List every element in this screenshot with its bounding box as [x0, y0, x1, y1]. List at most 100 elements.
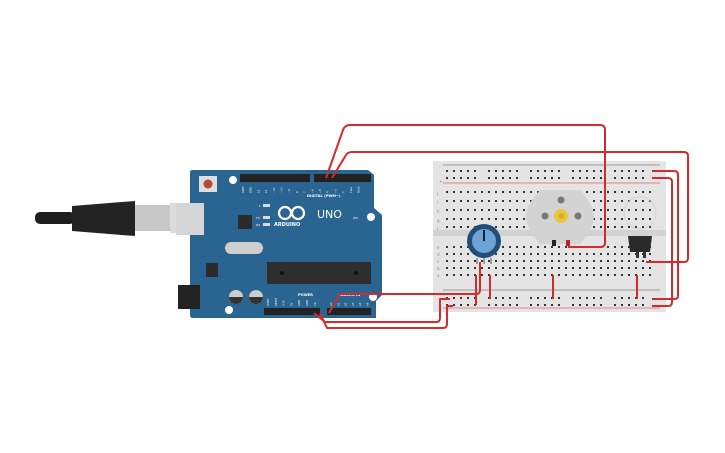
breadboard-hole[interactable] — [474, 267, 476, 269]
breadboard-hole[interactable] — [453, 218, 455, 220]
breadboard-hole[interactable] — [467, 209, 469, 211]
rail-hole[interactable] — [614, 177, 616, 179]
breadboard-hole[interactable] — [530, 260, 532, 262]
breadboard-hole[interactable] — [453, 191, 455, 193]
breadboard-hole[interactable] — [628, 246, 630, 248]
rail-hole[interactable] — [530, 177, 532, 179]
breadboard-hole[interactable] — [488, 267, 490, 269]
rail-hole[interactable] — [530, 170, 532, 172]
breadboard-hole[interactable] — [467, 191, 469, 193]
breadboard-hole[interactable] — [600, 226, 602, 228]
breadboard-hole[interactable] — [537, 246, 539, 248]
breadboard-hole[interactable] — [530, 267, 532, 269]
breadboard-hole[interactable] — [607, 253, 609, 255]
rail-hole[interactable] — [530, 304, 532, 306]
rail-hole[interactable] — [614, 297, 616, 299]
rail-hole[interactable] — [593, 304, 595, 306]
breadboard-hole[interactable] — [509, 260, 511, 262]
breadboard-hole[interactable] — [621, 253, 623, 255]
breadboard-hole[interactable] — [544, 267, 546, 269]
breadboard-hole[interactable] — [495, 200, 497, 202]
digital-header-1[interactable] — [240, 174, 310, 182]
rail-hole[interactable] — [509, 297, 511, 299]
breadboard-hole[interactable] — [516, 246, 518, 248]
breadboard-hole[interactable] — [488, 191, 490, 193]
breadboard-hole[interactable] — [593, 209, 595, 211]
breadboard-hole[interactable] — [621, 191, 623, 193]
rail-hole[interactable] — [642, 177, 644, 179]
breadboard-hole[interactable] — [649, 209, 651, 211]
breadboard-hole[interactable] — [523, 226, 525, 228]
rail-hole[interactable] — [579, 297, 581, 299]
breadboard-hole[interactable] — [593, 267, 595, 269]
breadboard-hole[interactable] — [509, 274, 511, 276]
breadboard-hole[interactable] — [509, 253, 511, 255]
breadboard-hole[interactable] — [495, 191, 497, 193]
breadboard-hole[interactable] — [446, 218, 448, 220]
breadboard-hole[interactable] — [523, 209, 525, 211]
breadboard-hole[interactable] — [495, 260, 497, 262]
rail-hole[interactable] — [544, 297, 546, 299]
breadboard-hole[interactable] — [495, 218, 497, 220]
breadboard-hole[interactable] — [628, 191, 630, 193]
breadboard-hole[interactable] — [453, 260, 455, 262]
breadboard-hole[interactable] — [502, 274, 504, 276]
breadboard-hole[interactable] — [446, 191, 448, 193]
rail-hole[interactable] — [628, 177, 630, 179]
rail-hole[interactable] — [600, 177, 602, 179]
rail-hole[interactable] — [579, 177, 581, 179]
breadboard-hole[interactable] — [579, 274, 581, 276]
breadboard-hole[interactable] — [460, 253, 462, 255]
breadboard-hole[interactable] — [551, 246, 553, 248]
breadboard-hole[interactable] — [642, 209, 644, 211]
breadboard-hole[interactable] — [502, 253, 504, 255]
breadboard-hole[interactable] — [537, 260, 539, 262]
rail-hole[interactable] — [558, 170, 560, 172]
breadboard-hole[interactable] — [460, 209, 462, 211]
breadboard-hole[interactable] — [446, 209, 448, 211]
breadboard-hole[interactable] — [509, 200, 511, 202]
rail-hole[interactable] — [460, 170, 462, 172]
breadboard-hole[interactable] — [446, 267, 448, 269]
breadboard-hole[interactable] — [488, 218, 490, 220]
breadboard-hole[interactable] — [446, 260, 448, 262]
rail-hole[interactable] — [488, 170, 490, 172]
rail-hole[interactable] — [614, 170, 616, 172]
rail-hole[interactable] — [642, 304, 644, 306]
breadboard-hole[interactable] — [481, 260, 483, 262]
breadboard-hole[interactable] — [614, 200, 616, 202]
breadboard-hole[interactable] — [453, 226, 455, 228]
power-header[interactable] — [264, 308, 320, 315]
breadboard-hole[interactable] — [586, 253, 588, 255]
rail-hole[interactable] — [551, 170, 553, 172]
rail-hole[interactable] — [495, 170, 497, 172]
rail-hole[interactable] — [488, 177, 490, 179]
breadboard-hole[interactable] — [509, 218, 511, 220]
breadboard-hole[interactable] — [558, 260, 560, 262]
breadboard-hole[interactable] — [628, 274, 630, 276]
rail-hole[interactable] — [558, 297, 560, 299]
breadboard-hole[interactable] — [649, 191, 651, 193]
breadboard-hole[interactable] — [488, 209, 490, 211]
breadboard-hole[interactable] — [537, 274, 539, 276]
rail-hole[interactable] — [537, 177, 539, 179]
breadboard-hole[interactable] — [460, 218, 462, 220]
breadboard-hole[interactable] — [516, 191, 518, 193]
breadboard-hole[interactable] — [614, 260, 616, 262]
breadboard-hole[interactable] — [467, 218, 469, 220]
breadboard-hole[interactable] — [502, 218, 504, 220]
breadboard-hole[interactable] — [628, 253, 630, 255]
breadboard-hole[interactable] — [593, 200, 595, 202]
breadboard-hole[interactable] — [565, 253, 567, 255]
breadboard-hole[interactable] — [474, 200, 476, 202]
breadboard-hole[interactable] — [579, 253, 581, 255]
breadboard-hole[interactable] — [523, 218, 525, 220]
rail-hole[interactable] — [593, 297, 595, 299]
rail-hole[interactable] — [572, 177, 574, 179]
breadboard-hole[interactable] — [600, 200, 602, 202]
breadboard-hole[interactable] — [607, 260, 609, 262]
breadboard-hole[interactable] — [635, 191, 637, 193]
breadboard-hole[interactable] — [544, 246, 546, 248]
rail-hole[interactable] — [579, 304, 581, 306]
breadboard-hole[interactable] — [502, 246, 504, 248]
